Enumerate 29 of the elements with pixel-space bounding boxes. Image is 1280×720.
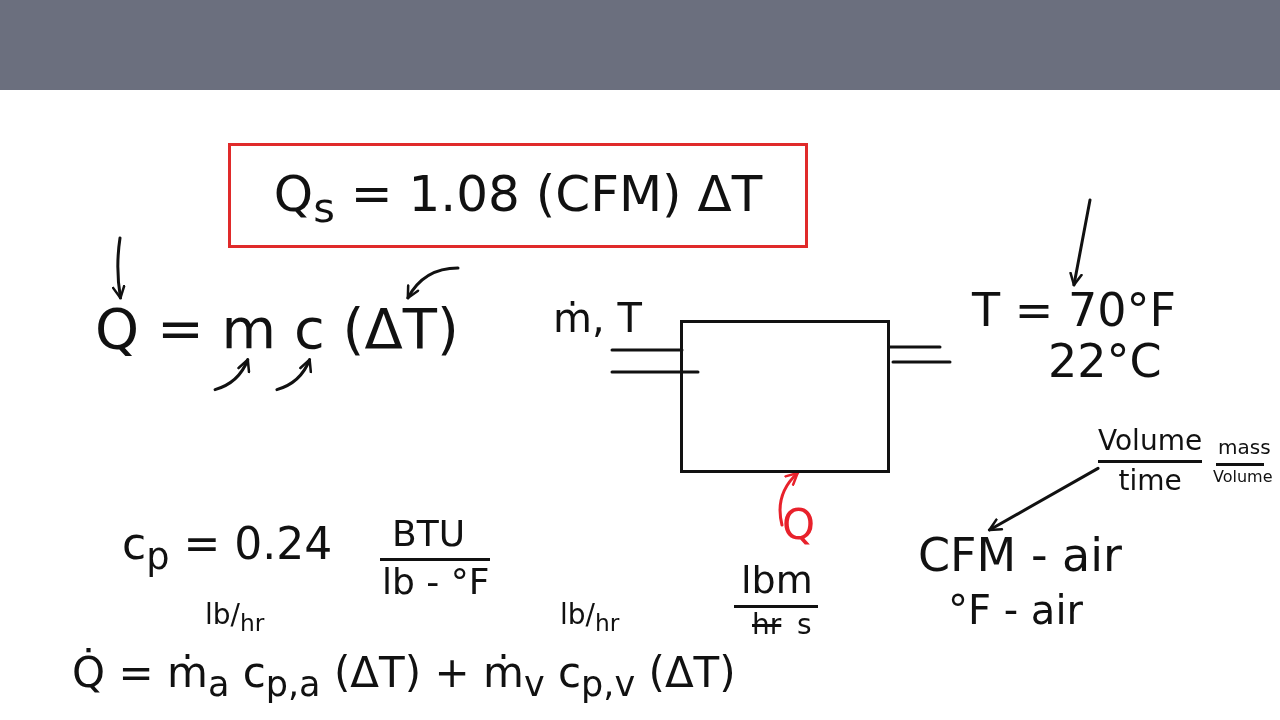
cfm-label: CFM - air (918, 530, 1122, 581)
unit-label: °F - air (948, 588, 1083, 632)
struck-unit-text: hr (752, 610, 782, 641)
unit-text: lb - °F (382, 562, 490, 602)
formula-text: Q̇ = ṁ$_{a}$ c$_{p,a}$ (ΔT) + ṁ$_{v}$ c$_{p,v}$ (ΔT) (72, 650, 736, 704)
temperature-text: 22°C (1048, 335, 1162, 387)
heat-label: Q (782, 502, 816, 549)
unit-text: Volume (1213, 468, 1273, 486)
arrow (1069, 198, 1092, 287)
unit-text: BTU (392, 514, 466, 554)
unit-text: lb/$_{hr}$ (205, 600, 265, 637)
unit-text: mass (1218, 436, 1271, 458)
unit-text: lbm (741, 560, 813, 602)
unit-text: s (797, 610, 812, 641)
inlet-label: ṁ, T (553, 296, 642, 340)
formula-box: Q$_{s}$ = 1.08 (CFM) ΔT (228, 143, 808, 248)
arrow (987, 466, 1100, 532)
arrow (111, 236, 126, 300)
formula-text: c$_{p}$ = 0.24 (122, 520, 333, 578)
arrow (275, 358, 312, 392)
arrow (778, 471, 800, 527)
arrow (213, 358, 250, 392)
denominator-text: time (1118, 465, 1182, 497)
numerator-text: Volume (1098, 426, 1203, 457)
control-volume-box (680, 320, 890, 473)
equation-text: Q = m c (ΔT) (95, 298, 459, 360)
temperature-text: T = 70°F (972, 285, 1176, 336)
unit-text: lb/$_{hr}$ (560, 600, 620, 637)
arrow (406, 266, 460, 300)
